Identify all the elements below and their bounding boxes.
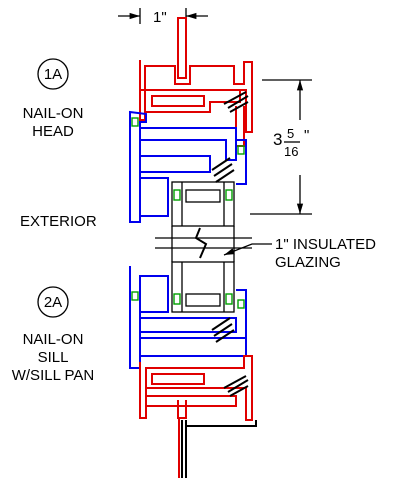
glass-unit-lower (171, 261, 235, 313)
break-line (155, 226, 252, 262)
glass-spacer-lower (185, 293, 221, 307)
sill-sash-interior-weatherstrip (237, 299, 245, 309)
sill-frame (139, 355, 253, 421)
callout-sill-circle (37, 286, 69, 318)
sill-gasket-hatch (223, 375, 249, 397)
sill-frame-thermal-break (151, 373, 205, 385)
head-sash-interior-weatherstrip (237, 145, 245, 155)
sill-frame-channel (146, 395, 237, 407)
glass-unit-upper (171, 181, 235, 227)
head-frame (139, 17, 253, 147)
callout-sill-line1: NAIL-ON (23, 331, 84, 348)
sill-sash-gasket-hatch (211, 317, 235, 343)
sill-sash-exterior-leg (129, 266, 169, 369)
exterior-label: EXTERIOR (20, 213, 97, 230)
head-sash-mid-rail (140, 155, 211, 173)
head-nail-fin (177, 17, 187, 79)
head-frame-channel (144, 90, 241, 113)
sill-sash (129, 266, 247, 369)
glass-spacer-upper (185, 189, 221, 203)
sill-nail-fin (181, 420, 187, 478)
callout-head-line1: NAIL-ON (23, 105, 84, 122)
height-inch-mark: " (304, 127, 309, 144)
glazing-line1: 1" INSULATED (275, 236, 376, 253)
height-denominator: 16 (284, 144, 298, 159)
sill-frame-nail-fin-root (177, 400, 187, 419)
glazing-bead-ext-lower (173, 293, 181, 305)
glazing-bead-int-upper (225, 189, 233, 201)
sill-frame-outer (139, 355, 253, 421)
sill-pan-flashing (186, 420, 257, 427)
callout-sill: 2A NAIL-ON SILL W/SILL PAN (12, 286, 95, 384)
glazing-leader (223, 243, 272, 256)
sill-sash-base (140, 337, 247, 357)
top-dimension: 1" (118, 8, 208, 26)
dim-top-text: 1" (153, 9, 167, 26)
head-gasket-hatch (223, 91, 249, 113)
callout-sill-tag: 2A (44, 294, 62, 311)
glass-upper (171, 181, 235, 227)
head-sash-weatherstrip (131, 117, 139, 127)
head-sash-gasket-hatch (211, 157, 235, 183)
height-dimension: 3 5 16 " (250, 79, 312, 215)
head-frame-thermal-break (151, 95, 205, 107)
head-frame-outer (139, 60, 253, 133)
glazing-line2: GLAZING (275, 254, 341, 271)
sill-pan (178, 418, 257, 478)
glass-lower (171, 261, 235, 313)
head-sash (129, 110, 247, 223)
callout-head-circle (37, 58, 69, 90)
callout-head-line2: HEAD (32, 123, 74, 140)
glazing-bead-ext-upper (173, 189, 181, 201)
break-symbol (194, 227, 208, 259)
callout-head: 1A NAIL-ON HEAD (23, 58, 84, 140)
height-numerator: 5 (287, 126, 294, 141)
glazing-callout: 1" INSULATED GLAZING (223, 236, 376, 271)
head-sash-top-rail (140, 127, 237, 161)
head-sash-glazing-stop (140, 177, 169, 217)
sill-sash-bottom-rail (140, 317, 237, 333)
head-sash-interior-leg (236, 139, 247, 185)
sill-sash-weatherstrip (131, 291, 139, 301)
height-whole: 3 (273, 130, 282, 149)
callout-sill-line2: SILL (38, 349, 69, 366)
callout-sill-line3: W/SILL PAN (12, 367, 95, 384)
callout-head-tag: 1A (44, 66, 62, 83)
glazing-bead-int-lower (225, 293, 233, 305)
head-sash-exterior-leg (129, 110, 147, 223)
sill-sash-interior-leg (236, 289, 247, 338)
